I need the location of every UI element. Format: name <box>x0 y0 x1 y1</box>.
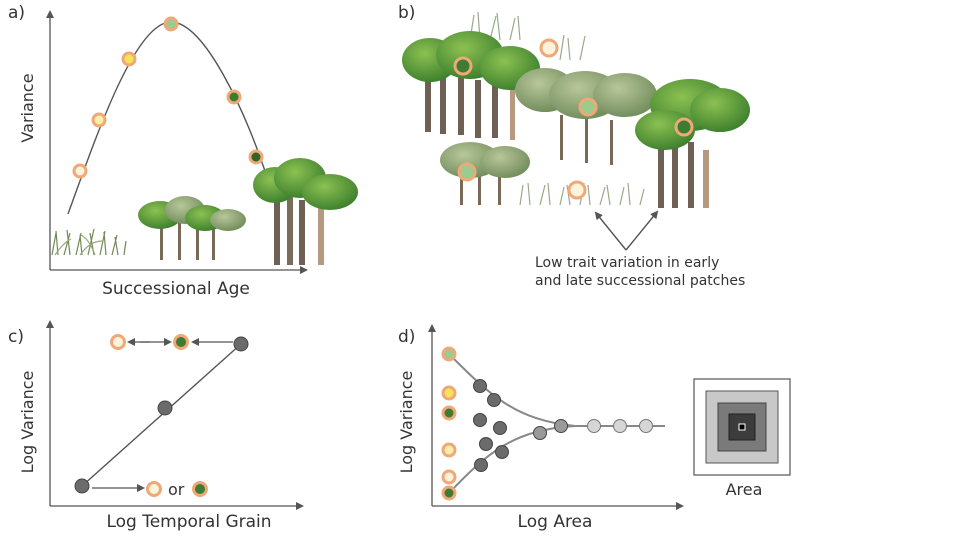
mid-area-points <box>473 379 568 472</box>
large-point-1 <box>587 419 601 433</box>
funnel-lower-curve <box>448 425 576 494</box>
point-late-1 <box>226 89 242 105</box>
annotation-line-2: and late successional patches <box>535 273 745 289</box>
area-point-3 <box>441 405 457 421</box>
mid-point-9 <box>554 419 568 433</box>
area-point-4 <box>441 442 457 458</box>
small-area-points <box>441 346 457 501</box>
panel-d-x-label: Log Area <box>518 512 593 532</box>
mid-point-2 <box>487 393 501 407</box>
panel-a-x-label: Successional Age <box>102 279 250 299</box>
panel-a-label: a) <box>8 3 25 23</box>
patch-point-4 <box>674 117 694 137</box>
large-point-2 <box>613 419 627 433</box>
annotation-arrow-right <box>625 210 659 251</box>
area-inset-label: Area <box>726 480 763 499</box>
area-point-6 <box>441 485 457 501</box>
mid-point-1 <box>473 379 487 393</box>
point-early-3 <box>121 51 137 67</box>
mid-point-7 <box>474 458 488 472</box>
panel-d-y-label: Log Variance <box>397 371 416 474</box>
panel-c-label: c) <box>8 327 24 347</box>
patch-point-2 <box>539 38 559 58</box>
patch-point-3 <box>578 97 598 117</box>
point-peak <box>163 16 179 32</box>
area-square-5 <box>738 423 746 431</box>
mid-point-8 <box>533 426 547 440</box>
point-early-2 <box>91 112 107 128</box>
panel-d-label: d) <box>398 327 415 347</box>
forest-illustration <box>402 11 750 208</box>
panel-a: a) Variance Successional Age <box>8 3 358 299</box>
area-point-5 <box>441 469 457 485</box>
panel-c-x-label: Log Temporal Grain <box>106 512 271 532</box>
mid-point-6 <box>495 445 509 459</box>
large-point-3 <box>639 419 653 433</box>
top-point-pale <box>110 334 126 350</box>
patch-point-6 <box>567 180 587 200</box>
panel-c-y-label: Log Variance <box>18 371 37 474</box>
tree-illustration <box>253 158 358 265</box>
grain-point-mid <box>157 400 173 416</box>
panel-b: b) <box>398 3 750 289</box>
patch-point-5 <box>457 162 477 182</box>
panel-c-trend-line <box>81 343 242 487</box>
area-inset: Area <box>693 378 791 499</box>
bottom-point-green <box>192 481 208 497</box>
grass-illustration <box>51 228 127 256</box>
mid-point-3 <box>473 413 487 427</box>
panel-a-y-label: Variance <box>18 73 37 142</box>
or-text: or <box>168 480 185 499</box>
grain-point-small <box>74 478 90 494</box>
top-point-green <box>173 334 189 350</box>
point-late-2 <box>248 149 264 165</box>
panel-a-points <box>72 16 264 179</box>
point-early-1 <box>72 163 88 179</box>
patch-point-1 <box>453 56 473 76</box>
panel-b-points <box>453 38 694 200</box>
panel-c: c) Log Variance Log Temporal Grain or <box>8 320 304 532</box>
panel-b-label: b) <box>398 3 415 23</box>
mid-point-4 <box>493 421 507 435</box>
annotation-line-1: Low trait variation in early <box>535 255 719 271</box>
annotation-arrow-left <box>594 211 627 251</box>
grain-point-large <box>233 336 249 352</box>
area-point-2 <box>441 385 457 401</box>
mid-point-5 <box>479 437 493 451</box>
large-area-points <box>587 419 653 433</box>
shrub-illustration <box>138 196 246 260</box>
panel-d: d) Log Variance Log Area <box>397 324 791 532</box>
bottom-point-pale <box>146 481 162 497</box>
area-point-1 <box>441 346 457 362</box>
